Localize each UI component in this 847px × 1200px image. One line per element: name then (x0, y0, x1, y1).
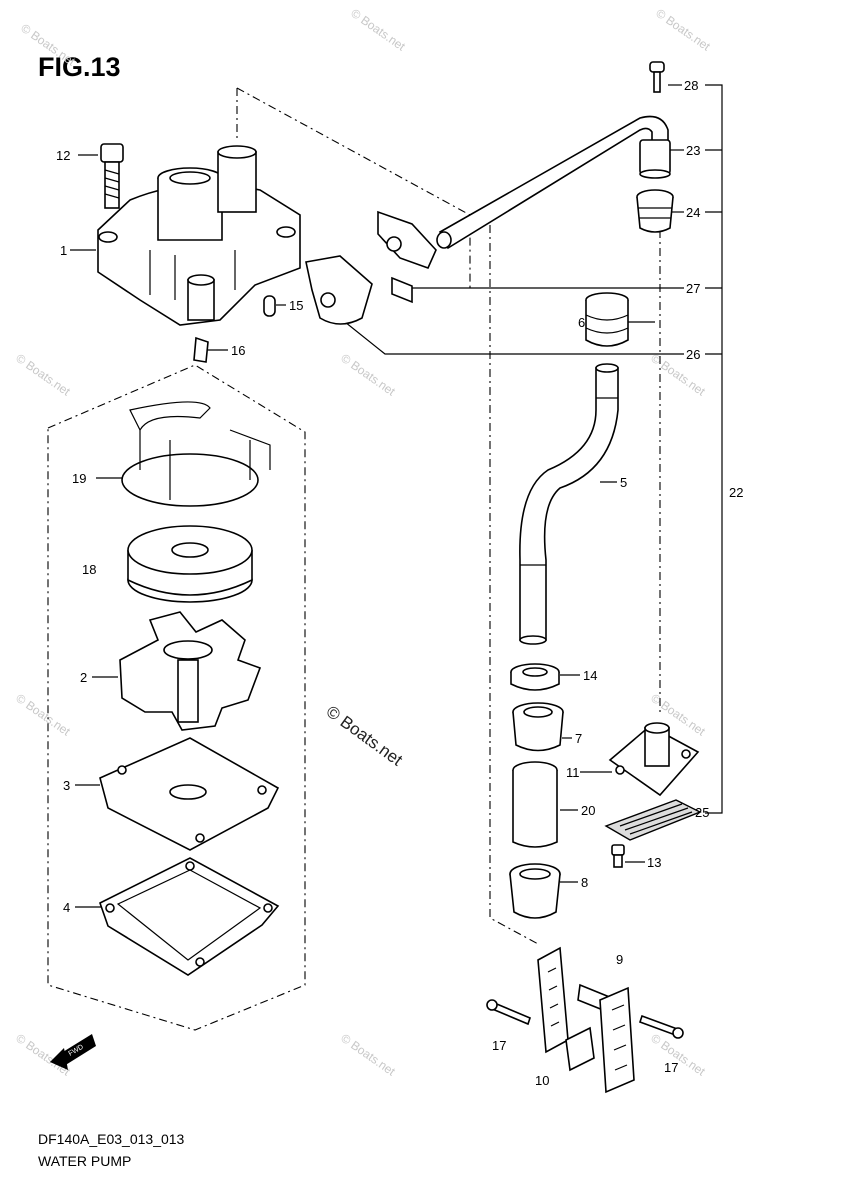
callout-19: 19 (72, 471, 86, 486)
callout-16: 16 (231, 343, 245, 358)
callout-6: 6 (578, 315, 585, 330)
watermark: © Boats.net (653, 6, 713, 54)
callout-3: 3 (63, 778, 70, 793)
impeller-group-frame (47, 364, 306, 1031)
part-26-clamp (305, 255, 373, 325)
part-4-gasket (99, 857, 280, 976)
part-3-plate (99, 737, 280, 851)
callout-22: 22 (729, 485, 743, 500)
part-10-holder (537, 946, 595, 1072)
leader-lines (70, 84, 700, 908)
callout-25: 25 (695, 805, 709, 820)
part-24-grommet (636, 189, 674, 233)
part-15-pin (263, 295, 276, 317)
part-16-key (193, 336, 209, 363)
figure-title: FIG.13 (38, 52, 121, 82)
callout-14: 14 (583, 668, 597, 683)
part-5-hose (519, 363, 619, 645)
callout-24: 24 (686, 205, 700, 220)
callout-7: 7 (575, 731, 582, 746)
part-17-screw-right (638, 1014, 684, 1039)
callout-5: 5 (620, 475, 627, 490)
watermark: © Boats.net (13, 351, 73, 399)
part-1-pump-case (97, 145, 301, 326)
callout-13: 13 (647, 855, 661, 870)
callout-12: 12 (56, 148, 70, 163)
callout-15: 15 (289, 298, 303, 313)
part-14-seal (510, 663, 560, 691)
part-25-strainer (604, 799, 702, 841)
callout-labels: 12 1 15 16 19 18 2 3 4 28 23 24 27 26 6 … (56, 78, 743, 1088)
callout-10: 10 (535, 1073, 549, 1088)
callout-17-right: 17 (664, 1060, 678, 1075)
callout-4: 4 (63, 900, 70, 915)
watermark: © Boats.net (13, 691, 73, 739)
part-8-seal (509, 863, 561, 919)
callout-28: 28 (684, 78, 698, 93)
callout-17-left: 17 (492, 1038, 506, 1053)
part-9-holder (577, 983, 635, 1094)
part-19-liner (121, 401, 271, 507)
part-12-bolt (100, 143, 124, 209)
part-11-connector (608, 722, 700, 797)
part-6-grommet (585, 292, 629, 347)
part-23-pipe (436, 61, 671, 250)
figure-caption: WATER PUMP (38, 1153, 132, 1169)
part-7-seal (512, 702, 564, 752)
watermark: © Boats.net (338, 1031, 398, 1079)
part-20-collar (512, 761, 558, 848)
watermark: © Boats.net (348, 6, 408, 54)
fwd-arrow-icon: FWD (50, 1034, 96, 1070)
callout-9: 9 (616, 952, 623, 967)
drawing-code: DF140A_E03_013_013 (38, 1131, 185, 1147)
part-17-screw-left (486, 999, 531, 1026)
callout-20: 20 (581, 803, 595, 818)
watermark: © Boats.net (338, 351, 398, 399)
part-18-housing (127, 525, 253, 603)
callout-18: 18 (82, 562, 96, 577)
callout-1: 1 (60, 243, 67, 258)
bracket-22 (705, 84, 723, 814)
callout-23: 23 (686, 143, 700, 158)
callout-2: 2 (80, 670, 87, 685)
callout-27: 27 (686, 281, 700, 296)
callout-8: 8 (581, 875, 588, 890)
callout-11: 11 (566, 765, 580, 780)
watermark: © Boats.net (18, 21, 78, 69)
part-27-clamp (377, 210, 437, 304)
part-13-bolt (611, 844, 625, 868)
part-2-impeller (119, 611, 262, 731)
callout-26: 26 (686, 347, 700, 362)
